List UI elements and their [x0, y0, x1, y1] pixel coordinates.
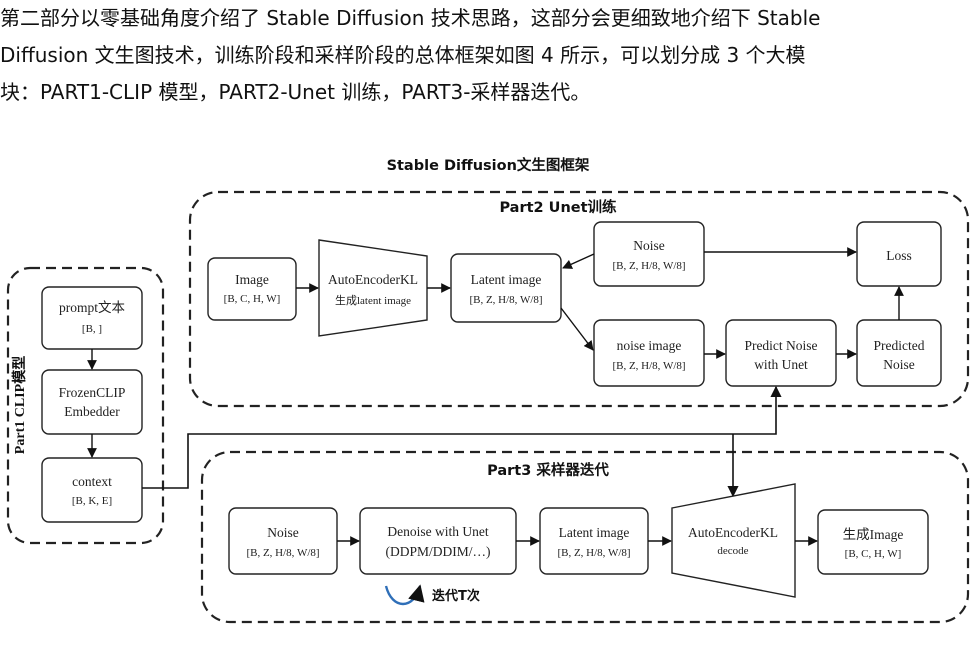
latent-sub: [B, Z, H/8, W/8]: [469, 294, 542, 306]
noise-image-label: noise image: [617, 338, 682, 353]
part1-container: [6, 266, 165, 545]
intro-line-3: 块：PART1-CLIP 模型，PART2-Unet 训练，PART3-采样器迭…: [0, 80, 591, 104]
frozenclip-box: [41, 369, 143, 435]
connector-context-unet: [142, 385, 782, 489]
denoise-line1: Denoise with Unet: [387, 524, 488, 539]
image-label: Image: [235, 272, 269, 287]
diagram-title: Stable Diffusion文生图框架: [387, 156, 590, 174]
arrow-noise-latent: [562, 253, 595, 269]
predict-noise-line1: Predict Noise: [744, 338, 817, 353]
decoder-label: AutoEncoderKL: [688, 525, 778, 540]
p3-latent-sub: [B, Z, H/8, W/8]: [557, 547, 630, 559]
loss-label: Loss: [886, 248, 912, 263]
latent-box: [450, 253, 562, 323]
noise-label: Noise: [633, 238, 665, 253]
predict-noise-line2: with Unet: [754, 357, 808, 372]
iterate-label: 迭代T次: [432, 588, 480, 604]
context-sub: [B, K, E]: [72, 495, 112, 507]
noise-box: [593, 221, 705, 287]
noise-image-box: [593, 319, 705, 387]
part3-container: [200, 450, 970, 624]
p3-noise-box: [228, 507, 338, 575]
predict-noise-box: [725, 319, 837, 387]
part2-title: Part2 Unet训练: [499, 198, 617, 216]
frozenclip-line2: Embedder: [64, 404, 120, 419]
noise-sub: [B, Z, H/8, W/8]: [612, 260, 685, 272]
prompt-label: prompt文本: [59, 300, 125, 315]
arrow-latent-noiseimage: [560, 307, 594, 351]
predicted-noise-line2: Noise: [883, 357, 915, 372]
part3-title: Part3 采样器迭代: [487, 461, 609, 479]
part1-title: Part1 CLIP模型: [11, 356, 28, 454]
loss-box: [856, 221, 942, 287]
output-image-box: [817, 509, 929, 575]
encoder-trapezoid: [318, 239, 428, 337]
iterate-loop-icon: [384, 584, 425, 605]
prompt-box: [41, 286, 143, 350]
prompt-sub: [B, ]: [82, 323, 102, 335]
noise-image-sub: [B, Z, H/8, W/8]: [612, 360, 685, 372]
output-image-sub: [B, C, H, W]: [845, 548, 902, 560]
denoise-line2: (DDPM/DDIM/…): [385, 544, 490, 559]
decoder-trapezoid: [671, 483, 796, 598]
encoder-sub: 生成latent image: [335, 293, 411, 307]
p3-noise-sub: [B, Z, H/8, W/8]: [246, 547, 319, 559]
predicted-noise-line1: Predicted: [874, 338, 925, 353]
predicted-noise-box: [856, 319, 942, 387]
intro-paragraph: 第二部分以零基础角度介绍了 Stable Diffusion 技术思路，这部分会…: [0, 0, 970, 111]
intro-line-1: 第二部分以零基础角度介绍了 Stable Diffusion 技术思路，这部分会…: [0, 6, 821, 30]
p3-noise-label: Noise: [267, 525, 299, 540]
decoder-sub: decode: [717, 545, 748, 557]
context-box: [41, 457, 143, 523]
latent-label: Latent image: [471, 272, 542, 287]
p3-latent-box: [539, 507, 649, 575]
part2-container: [188, 190, 970, 408]
sd-framework-diagram: Stable Diffusion文生图框架 Part2 Unet训练 Part3…: [6, 156, 970, 624]
p3-latent-label: Latent image: [559, 525, 630, 540]
output-image-label: 生成Image: [843, 527, 904, 542]
image-sub: [B, C, H, W]: [224, 293, 281, 305]
context-label: context: [72, 474, 112, 489]
encoder-label: AutoEncoderKL: [328, 272, 418, 287]
image-box: [207, 257, 297, 321]
intro-line-2: Diffusion 文生图技术，训练阶段和采样阶段的总体框架如图 4 所示，可以…: [0, 43, 806, 67]
denoise-box: [359, 507, 517, 575]
frozenclip-line1: FrozenCLIP: [59, 385, 126, 400]
